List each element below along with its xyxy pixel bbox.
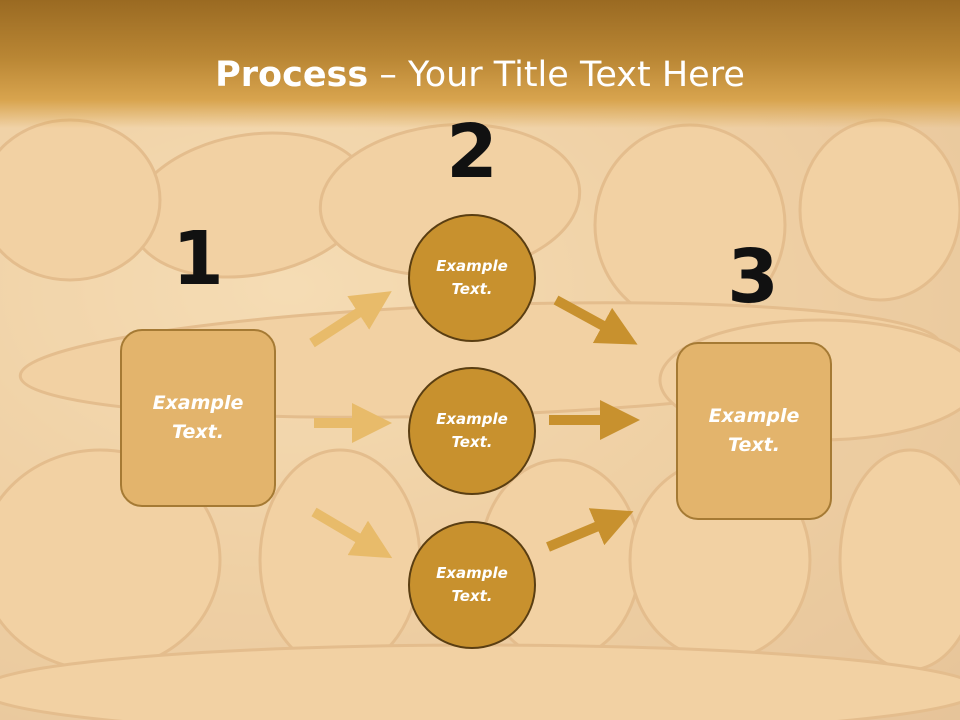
step-2-text-middle: Example Text. xyxy=(436,410,508,451)
arrow-1-to-2a xyxy=(309,291,392,348)
arrow-1-to-2c xyxy=(311,507,393,559)
step-1-number: 1 xyxy=(172,216,224,302)
step-1-text: Example Text. xyxy=(152,392,244,443)
step-3-box: Example Text. xyxy=(676,342,832,520)
step-2-text-bottom: Example Text. xyxy=(436,564,508,605)
title-rest: – Your Title Text Here xyxy=(368,55,745,95)
title-bold: Process xyxy=(215,55,369,95)
title-bar xyxy=(0,0,960,128)
step-2-circle-bottom: Example Text. xyxy=(408,521,536,649)
step-2-number: 2 xyxy=(446,109,498,195)
step-2-circle-top: Example Text. xyxy=(408,214,536,342)
arrow-2a-to-3 xyxy=(553,295,638,345)
step-2-text-top: Example Text. xyxy=(436,257,508,298)
step-3-number: 3 xyxy=(727,234,779,320)
arrow-2c-to-3 xyxy=(546,508,634,552)
slide-title: Process – Your Title Text Here xyxy=(0,52,960,98)
step-2-circle-middle: Example Text. xyxy=(408,367,536,495)
step-1-box: Example Text. xyxy=(120,329,276,507)
step-3-text: Example Text. xyxy=(708,405,800,456)
